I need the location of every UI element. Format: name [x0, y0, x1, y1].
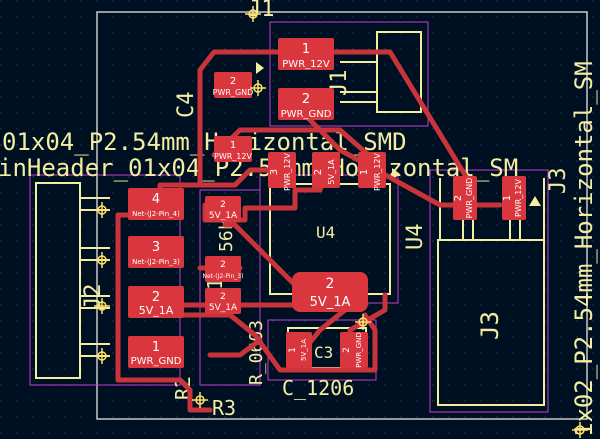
pad-j3-1[interactable]: 1 PWR_12V: [502, 176, 526, 220]
pad-u4-2[interactable]: 2 5V_1A: [312, 152, 340, 188]
pad-net: PWR_GND: [465, 178, 474, 219]
anchor-j2-4: [94, 202, 110, 218]
pad-j2-1[interactable]: 1 PWR_GND: [128, 336, 184, 368]
pad-number: 2: [230, 76, 236, 87]
pad-number: 2: [342, 347, 352, 353]
pad-number: 3: [269, 169, 280, 175]
pad-net: PWR_GND: [131, 356, 182, 367]
pad-j2-3[interactable]: 3 Net-(J2-Pin_3): [128, 236, 184, 268]
pad-c3-2[interactable]: 2 PWR_GND: [340, 332, 368, 368]
pad-r3-2[interactable]: 2 Net-(J2-Pin_3): [203, 256, 244, 282]
pad-j1-2[interactable]: 2 PWR_GND: [278, 88, 334, 120]
pad-net: PWR_GND: [281, 109, 332, 120]
ref-c3: C3: [314, 343, 333, 362]
pad-number: 1: [288, 347, 298, 353]
anchor-c3: [355, 314, 371, 330]
pad-net: PWR_12V: [214, 152, 252, 161]
ref-u4-side: U4: [403, 224, 428, 251]
pad-number: 1: [230, 140, 236, 151]
anchor-c4: [250, 80, 266, 96]
anchor-j2-2: [94, 298, 110, 314]
pad-net: Net-(J2-Pin_3): [132, 258, 180, 266]
pad-net: 5V_1A: [209, 211, 238, 221]
pad-net: PWR_12V: [283, 153, 292, 191]
value-c3: C_1206: [282, 376, 354, 400]
pad-number: 2: [326, 276, 335, 292]
pad-c4-2[interactable]: 2 PWR_GND: [213, 72, 254, 98]
pad-j2-2[interactable]: 2 5V_1A: [128, 286, 184, 318]
pad-number: 2: [220, 260, 226, 270]
ref-j1-top: J1: [248, 0, 275, 22]
anchor-j3: [572, 422, 588, 438]
anchor-j1: [245, 6, 261, 22]
pad-net: Net-(J2-Pin_4): [132, 210, 180, 218]
pad-net: 5V_1A: [209, 303, 238, 313]
board-outline: [96, 11, 588, 420]
pad-u4-1[interactable]: 1 PWR_12V: [358, 152, 386, 191]
pad-number: 4: [152, 192, 160, 207]
pad-r2-2[interactable]: 2 5V_1A: [205, 288, 241, 314]
pad-number: 2: [152, 290, 160, 305]
pad-number: 2: [453, 195, 464, 201]
pad-net: 5V_1A: [310, 295, 351, 310]
anchor-r2: [192, 392, 208, 408]
ref-c4: C4: [174, 92, 199, 119]
pad-net: PWR_GND: [213, 88, 254, 97]
silk-header-vertical-right: 1x02_P2.54mm_Horizontal_SM: [570, 61, 598, 437]
pad-number: 2: [220, 292, 226, 302]
pad-j3-2[interactable]: 2 PWR_GND: [453, 176, 477, 220]
anchor-j2-1: [94, 348, 110, 364]
pad-c3-1[interactable]: 1 5V_1A: [286, 332, 312, 368]
pad-net: 5V_1A: [300, 339, 308, 361]
pad-number: 3: [152, 240, 160, 255]
pad-net: PWR_12V: [373, 153, 382, 191]
pad-number: 1: [502, 195, 513, 201]
silk-resistor-body: R_0603: [246, 320, 267, 385]
pad-net: 5V_1A: [139, 304, 174, 317]
pads: 1 PWR_12V 2 PWR_GND 2 PWR_GND 1 PWR_12V …: [128, 38, 526, 368]
pad-number: 2: [302, 92, 310, 107]
pad-u4-tab[interactable]: 2 5V_1A: [292, 272, 368, 312]
pad-r1-2[interactable]: 2 5V_1A: [205, 196, 241, 222]
pad-net: 5V_1A: [327, 159, 336, 185]
pad-number: 1: [302, 42, 310, 57]
ref-j3-corner: J3: [546, 168, 571, 195]
pad-j1-1[interactable]: 1 PWR_12V: [278, 38, 334, 70]
pad-u4-3[interactable]: 3 PWR_12V: [268, 152, 296, 191]
ref-j3: J3: [476, 311, 504, 340]
anchor-markers: [94, 6, 588, 438]
pad-net: PWR_12V: [514, 179, 523, 217]
pad-net: Net-(J2-Pin_3): [203, 273, 244, 280]
pad-j2-4[interactable]: 4 Net-(J2-Pin_4): [128, 188, 184, 220]
pad-c4-1[interactable]: 1 PWR_12V: [214, 136, 252, 162]
pad-number: 1: [152, 340, 160, 355]
pad-number: 1: [359, 169, 370, 175]
ref-r3: R3: [212, 396, 236, 420]
ref-u4: U4: [316, 223, 335, 242]
pad-net: PWR_GND: [355, 332, 363, 368]
anchor-j2-3: [94, 252, 110, 268]
pad-number: 2: [220, 200, 226, 210]
pad-net: PWR_12V: [282, 59, 330, 70]
pad-number: 2: [313, 169, 324, 175]
